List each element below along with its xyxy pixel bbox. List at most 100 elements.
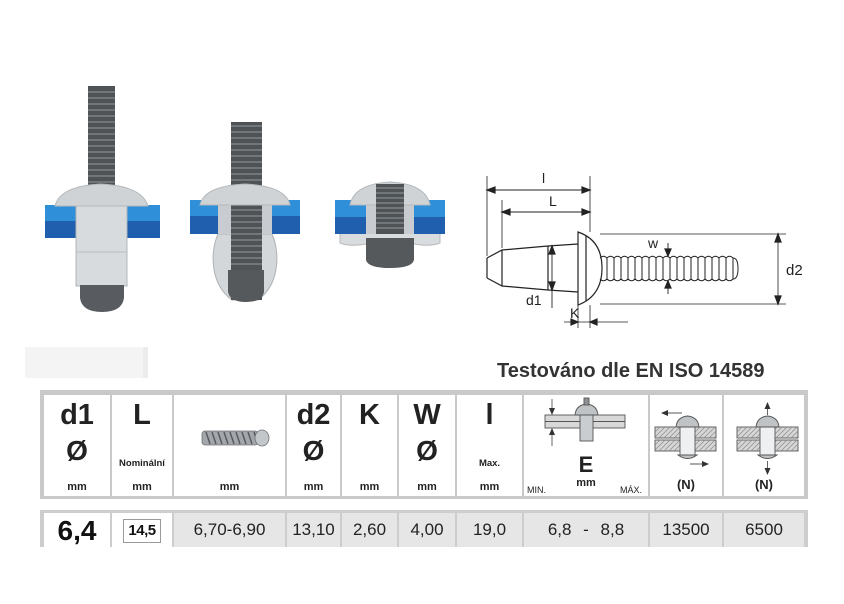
rivet-head bbox=[349, 181, 431, 206]
plate-top-left bbox=[45, 205, 76, 221]
dim-label-l: l bbox=[542, 170, 545, 186]
diameter-symbol: Ø bbox=[66, 435, 88, 466]
faint-bar bbox=[143, 347, 148, 378]
dim-line-K bbox=[564, 305, 628, 328]
header-note-max: Max. bbox=[478, 458, 501, 469]
test-standard-title: Testováno dle EN ISO 14589 bbox=[497, 360, 765, 382]
cell-d1: 6,4 bbox=[44, 513, 110, 547]
plate-bottom-right bbox=[414, 217, 445, 234]
cell-grip-range: 6,8 - 8,8 bbox=[524, 513, 648, 547]
dim-label-K: K bbox=[570, 305, 580, 321]
rivet-flange-outline bbox=[577, 231, 603, 306]
mandrel-core bbox=[366, 238, 414, 268]
header-d2: d2 Ø mm bbox=[287, 395, 340, 496]
mandrel-ribs bbox=[376, 187, 404, 229]
header-unit: mm bbox=[219, 481, 240, 493]
cell-k: 2,60 bbox=[342, 513, 397, 547]
mandrel-ribs bbox=[88, 91, 115, 195]
cell-length: 14,5 bbox=[112, 513, 172, 547]
plate-top-right bbox=[272, 200, 300, 216]
mandrel-shaft bbox=[88, 86, 115, 198]
header-symbol-L: L bbox=[133, 399, 151, 431]
plate-bottom-right bbox=[272, 216, 300, 234]
formed-tail bbox=[339, 232, 441, 246]
plate-bottom-right bbox=[127, 221, 160, 238]
mandrel-head bbox=[228, 270, 264, 302]
mandrel-head bbox=[80, 285, 124, 312]
diameter-symbol: Ø bbox=[302, 435, 325, 466]
cell-length-value: 14,5 bbox=[123, 519, 161, 543]
cell-l: 19,0 bbox=[457, 513, 522, 547]
rivet-setting-icon bbox=[190, 122, 300, 302]
header-mandrel: mm bbox=[174, 395, 285, 496]
header-unit: mm bbox=[67, 481, 87, 493]
dim-label-w: w bbox=[647, 235, 659, 251]
sleeve-in-hole bbox=[218, 200, 272, 234]
header-grip-range: E mm MIN. MÁX. bbox=[524, 395, 648, 496]
plate-bottom-left bbox=[45, 221, 76, 238]
header-unit-newton: (N) bbox=[754, 477, 774, 492]
header-max-label: MÁX. bbox=[619, 485, 642, 495]
plate-top-right bbox=[127, 205, 160, 221]
dim-arrows-L bbox=[500, 208, 592, 216]
diameter-symbol: Ø bbox=[416, 435, 438, 466]
header-shear-force: (N) bbox=[650, 395, 722, 496]
mandrel-remnant bbox=[376, 184, 404, 234]
dim-label-d1: d1 bbox=[526, 292, 542, 308]
dim-label-d2: d2 bbox=[786, 262, 803, 279]
rivet-set-icon bbox=[335, 181, 445, 268]
plate-bottom-left bbox=[335, 217, 366, 234]
header-d1: d1 Ø mm bbox=[44, 395, 110, 496]
dim-arrows-d2 bbox=[774, 232, 782, 306]
header-unit-newton: (N) bbox=[676, 477, 696, 492]
header-l: l Max. mm bbox=[457, 395, 522, 496]
mandrel-ribs bbox=[231, 125, 262, 265]
dim-arrows-K bbox=[570, 318, 598, 326]
cell-d2: 13,10 bbox=[287, 513, 340, 547]
plate-bottom-left bbox=[190, 216, 218, 234]
rivet-head bbox=[54, 183, 149, 207]
dim-arrows-l bbox=[485, 186, 592, 194]
header-tensile-force: (N) bbox=[724, 395, 804, 496]
extension-lines bbox=[486, 176, 591, 256]
header-w: W Ø mm bbox=[399, 395, 455, 496]
faint-background-block bbox=[25, 347, 148, 378]
table-row: 6,4 14,5 6,70-6,90 13,10 2,60 4,00 19,0 … bbox=[40, 510, 808, 547]
spec-table-header: d1 Ø mm L Nominální mm mm d2 Ø mm K mm W… bbox=[40, 390, 808, 499]
cell-w: 4,00 bbox=[399, 513, 455, 547]
mandrel-outline bbox=[599, 255, 739, 282]
rivet-inserted-icon bbox=[45, 86, 160, 312]
dim-arrows-w bbox=[664, 248, 672, 289]
sleeve-in-hole bbox=[366, 200, 414, 234]
rivet-sleeve bbox=[75, 197, 128, 287]
header-length: L Nominální mm bbox=[112, 395, 172, 496]
header-unit: mm bbox=[479, 481, 500, 493]
dim-line-d2 bbox=[600, 233, 786, 305]
header-unit: mm bbox=[576, 477, 596, 489]
header-unit: mm bbox=[359, 481, 380, 493]
dim-arrows-d1 bbox=[548, 244, 556, 292]
cell-shear-force: 13500 bbox=[650, 513, 722, 547]
rivet-body-outline bbox=[486, 243, 579, 293]
header-symbol-d1: d1 bbox=[60, 399, 94, 431]
cell-mandrel: 6,70-6,90 bbox=[174, 513, 285, 547]
header-symbol-l: l bbox=[485, 399, 494, 431]
header-unit: mm bbox=[303, 481, 324, 493]
header-unit: mm bbox=[417, 481, 437, 493]
cell-tensile-force: 6500 bbox=[724, 513, 804, 547]
header-note-nominal: Nominální bbox=[119, 458, 165, 469]
header-symbol-W: W bbox=[413, 399, 441, 431]
header-unit: mm bbox=[132, 481, 152, 493]
header-min-label: MIN. bbox=[527, 485, 546, 495]
plate-top-right bbox=[414, 200, 445, 217]
header-k: K mm bbox=[342, 395, 397, 496]
rivet-dimension-drawing bbox=[485, 176, 786, 328]
dim-label-L: L bbox=[549, 193, 557, 209]
sleeve-bulb bbox=[212, 233, 278, 301]
plate-top-left bbox=[335, 200, 366, 217]
header-symbol-d2: d2 bbox=[296, 399, 331, 431]
mandrel-shaft bbox=[231, 122, 262, 300]
header-symbol-E: E bbox=[578, 452, 594, 477]
header-symbol-K: K bbox=[359, 399, 380, 431]
plate-top-left bbox=[190, 200, 218, 216]
